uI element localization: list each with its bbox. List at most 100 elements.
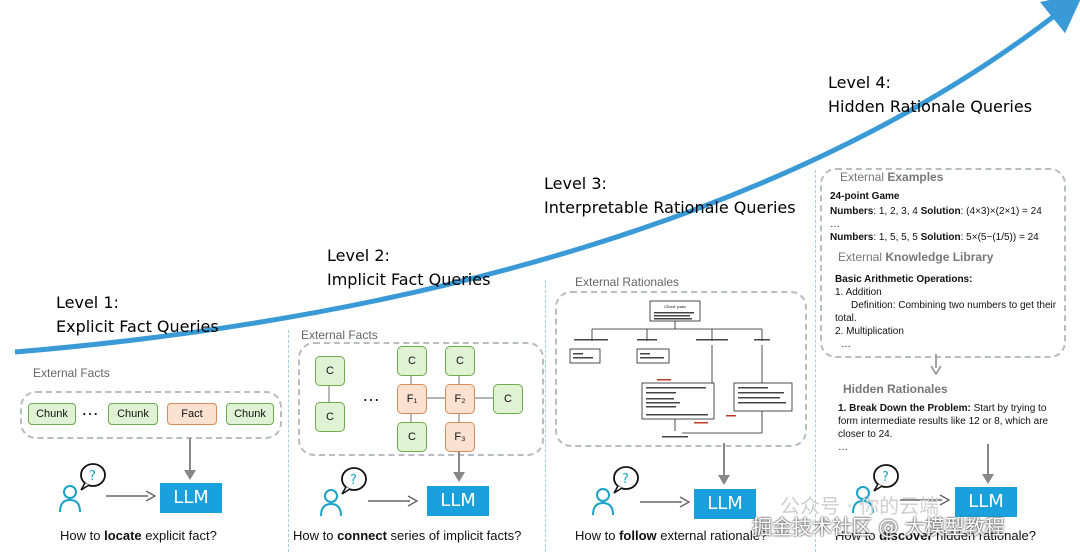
numbers-label: Numbers (830, 232, 874, 243)
question-keyword: discover (879, 528, 933, 543)
examples-content: 24-point Game Numbers: 1, 2, 3, 4 Soluti… (830, 190, 1060, 244)
hidden-rationales-content: 1. Break Down the Problem: Start by tryi… (838, 402, 1058, 454)
step-text: Start by trying to form intermediate res… (838, 403, 1049, 440)
chunk-chip: Chunk (226, 403, 274, 425)
label-text: External (840, 170, 888, 184)
arrow-icon (640, 496, 690, 508)
external-facts-box (298, 342, 544, 456)
chunk-chip: Chunk (28, 403, 76, 425)
svg-text:?: ? (89, 469, 96, 484)
external-examples-box (820, 168, 1066, 358)
example-row: Numbers: 1, 2, 3, 4 Solution: (4×3)×(2×1… (830, 205, 1060, 218)
hidden-step: 1. Break Down the Problem: Start by tryi… (838, 402, 1058, 441)
ellipsis: … (838, 442, 848, 453)
watermark: 掘金技术社区 @ 大模型教程 (752, 515, 1005, 539)
question-text: hidden rationale? (932, 528, 1036, 543)
label-keyword: Examples (887, 170, 944, 184)
external-facts-label: External Facts (33, 366, 110, 380)
llm-box: LLM (694, 489, 756, 519)
question-text: How to (60, 528, 105, 543)
fact-chip: Fact (167, 403, 217, 425)
user-question-icon: ? (59, 463, 106, 513)
level-3-question: How to follow external rationale? (575, 528, 767, 543)
external-examples-label: External Examples (840, 170, 943, 184)
library-definition: Definition: Combining two numbers to get… (835, 300, 1057, 324)
user-question-icon: ? (592, 466, 639, 516)
library-title: Basic Arithmetic Operations: (835, 274, 973, 285)
fact-node: F₂ (445, 384, 475, 414)
library-item: 2. Multiplication (835, 326, 904, 337)
numbers-label: Numbers (830, 206, 874, 217)
external-facts-label: External Facts (301, 328, 378, 342)
chunk-node: C (315, 402, 345, 432)
solution-value: : 5×(5−(1/5)) = 24 (960, 232, 1039, 243)
retrieval-arrow (184, 438, 196, 480)
question-text: series of implicit facts? (386, 528, 522, 543)
library-content: Basic Arithmetic Operations: 1. Addition… (835, 273, 1057, 351)
label-keyword: Knowledge Library (885, 250, 994, 264)
arrow-icon (106, 490, 156, 502)
level-1-question: How to locate explicit fact? (60, 528, 217, 543)
divider (545, 280, 546, 552)
flowchart-title: Chest pain (664, 304, 686, 309)
question-text: How to (835, 528, 880, 543)
label-text: External (838, 250, 886, 264)
arrow-icon (368, 495, 418, 507)
retrieval-arrow (718, 443, 730, 485)
retrieval-arrow (453, 452, 465, 482)
question-keyword: follow (619, 528, 657, 543)
chunk-node: C (445, 346, 475, 376)
external-facts-box (20, 391, 282, 439)
chunk-node: C (493, 384, 523, 414)
external-rationales-label: External Rationales (575, 275, 680, 289)
numbers-value: : 1, 2, 3, 4 (873, 206, 921, 217)
ellipsis: … (81, 399, 99, 419)
divider (288, 330, 289, 552)
chunk-chip: Chunk (108, 403, 158, 425)
arrow-icon (900, 494, 950, 506)
external-rationales-box (555, 291, 807, 447)
level-name: Hidden Rationale Queries (828, 97, 1033, 116)
down-arrow (930, 354, 942, 376)
chunk-node: C (315, 356, 345, 386)
level-1-title: Level 1: Explicit Fact Queries (56, 291, 219, 339)
level-number: Level 2: (327, 246, 390, 265)
question-text: How to (575, 528, 620, 543)
solution-label: Solution (920, 206, 961, 217)
ghost-watermark: 公众号 · 你的云端 (780, 494, 940, 518)
question-text: How to (293, 528, 338, 543)
chunk-node: C (397, 422, 427, 452)
question-text: explicit fact? (141, 528, 217, 543)
level-4-title: Level 4: Hidden Rationale Queries (828, 71, 1032, 119)
user-question-icon: ? (320, 467, 367, 517)
svg-text:?: ? (622, 472, 629, 487)
retrieval-arrow (982, 444, 994, 484)
example-row: Numbers: 1, 5, 5, 5 Solution: 5×(5−(1/5)… (830, 231, 1060, 244)
ellipsis: … (830, 219, 840, 230)
level-name: Implicit Fact Queries (327, 270, 491, 289)
step-title: 1. Break Down the Problem: (838, 403, 971, 414)
hidden-rationales-label: Hidden Rationales (843, 382, 948, 396)
solution-value: : (4×3)×(2×1) = 24 (960, 206, 1042, 217)
level-name: Interpretable Rationale Queries (544, 198, 796, 217)
user-question-icon: ? (852, 464, 899, 514)
ellipsis: … (362, 385, 380, 405)
llm-box: LLM (160, 483, 222, 513)
question-text: external rationale? (656, 528, 768, 543)
fact-node: F₃ (445, 422, 475, 452)
fact-node: F₁ (397, 384, 427, 414)
library-item: 1. Addition (835, 287, 882, 298)
question-keyword: locate (104, 528, 142, 543)
ellipsis: … (841, 339, 851, 350)
clinical-flowchart: Chest pain (569, 300, 793, 438)
divider (815, 170, 816, 552)
level-3-title: Level 3: Interpretable Rationale Queries (544, 172, 796, 220)
llm-box: LLM (955, 487, 1017, 517)
external-knowledge-library-label: External Knowledge Library (838, 250, 993, 264)
level-2-question: How to connect series of implicit facts? (293, 528, 521, 543)
level-name: Explicit Fact Queries (56, 317, 219, 336)
svg-text:?: ? (882, 470, 889, 485)
chunk-node: C (397, 346, 427, 376)
game-title: 24-point Game (830, 191, 900, 202)
